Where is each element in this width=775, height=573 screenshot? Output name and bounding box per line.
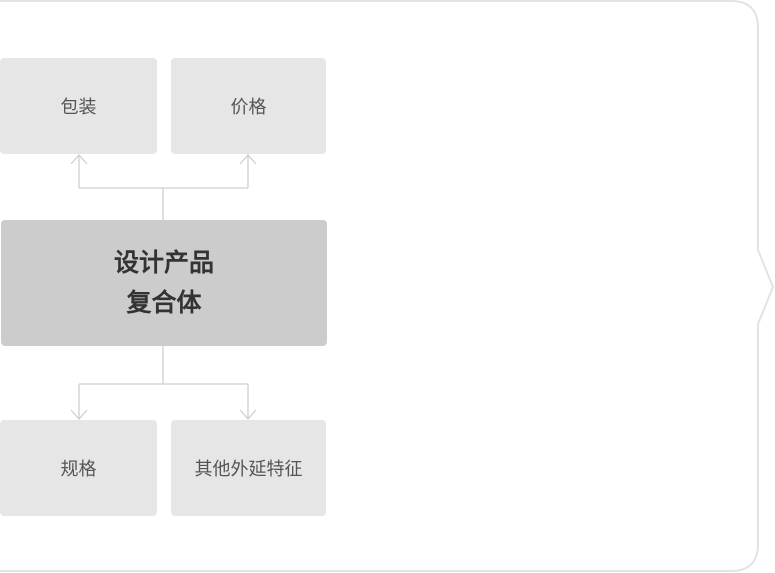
arrow-down-left: [70, 409, 88, 420]
node-specification: 规格: [0, 420, 157, 516]
arrow-down-right: [239, 409, 257, 420]
arrow-up-left: [70, 154, 88, 165]
node-product-complex-line1: 设计产品: [113, 248, 214, 277]
connector-top: [70, 154, 257, 220]
node-price-label: 价格: [230, 97, 267, 118]
connector-bottom: [70, 346, 257, 420]
node-packaging-label: 包装: [60, 97, 97, 118]
node-product-complex: 设计产品 复合体: [1, 220, 327, 346]
node-product-complex-line2: 复合体: [126, 288, 202, 317]
node-packaging: 包装: [0, 58, 157, 154]
node-other-features-label: 其他外延特征: [194, 459, 303, 480]
node-specification-label: 规格: [60, 459, 97, 480]
arrow-up-right: [239, 154, 257, 165]
node-price: 价格: [171, 58, 326, 154]
node-other-features: 其他外延特征: [171, 420, 326, 516]
